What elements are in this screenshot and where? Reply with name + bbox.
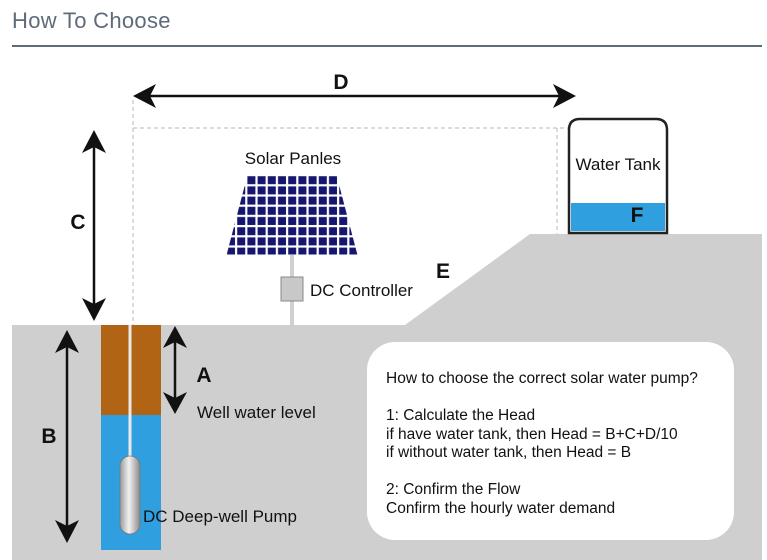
reference-dashes (132, 100, 568, 325)
label-d: D (333, 71, 348, 94)
label-b: B (41, 425, 56, 448)
info-question: How to choose the correct solar water pu… (386, 370, 698, 387)
pump-body (119, 455, 141, 535)
dimension-arrows (55, 84, 576, 543)
label-f: F (631, 204, 644, 227)
solar-panels-label: Solar Panles (245, 149, 341, 168)
step1-line1: if have water tank, then Head = B+C+D/10 (386, 425, 678, 443)
step2-line1: Confirm the hourly water demand (386, 499, 616, 517)
header-divider (12, 45, 762, 47)
label-c: C (70, 211, 85, 234)
well-water-level-label: Well water level (197, 403, 316, 422)
label-e: E (436, 260, 450, 283)
water-tank-label: Water Tank (575, 155, 661, 174)
label-a: A (196, 364, 211, 387)
tank-water (571, 203, 665, 231)
page-title: How To Choose (12, 8, 171, 33)
info-box: How to choose the correct solar water pu… (367, 342, 734, 540)
solar-panel (225, 174, 359, 256)
step1-line2: if without water tank, then Head = B (386, 444, 632, 461)
dc-controller-label: DC Controller (310, 281, 413, 300)
step2-title: 2: Confirm the Flow (386, 481, 521, 498)
dc-controller-box (280, 276, 304, 302)
dc-pump-label: DC Deep-well Pump (143, 507, 297, 526)
step1-title: 1: Calculate the Head (386, 407, 536, 424)
